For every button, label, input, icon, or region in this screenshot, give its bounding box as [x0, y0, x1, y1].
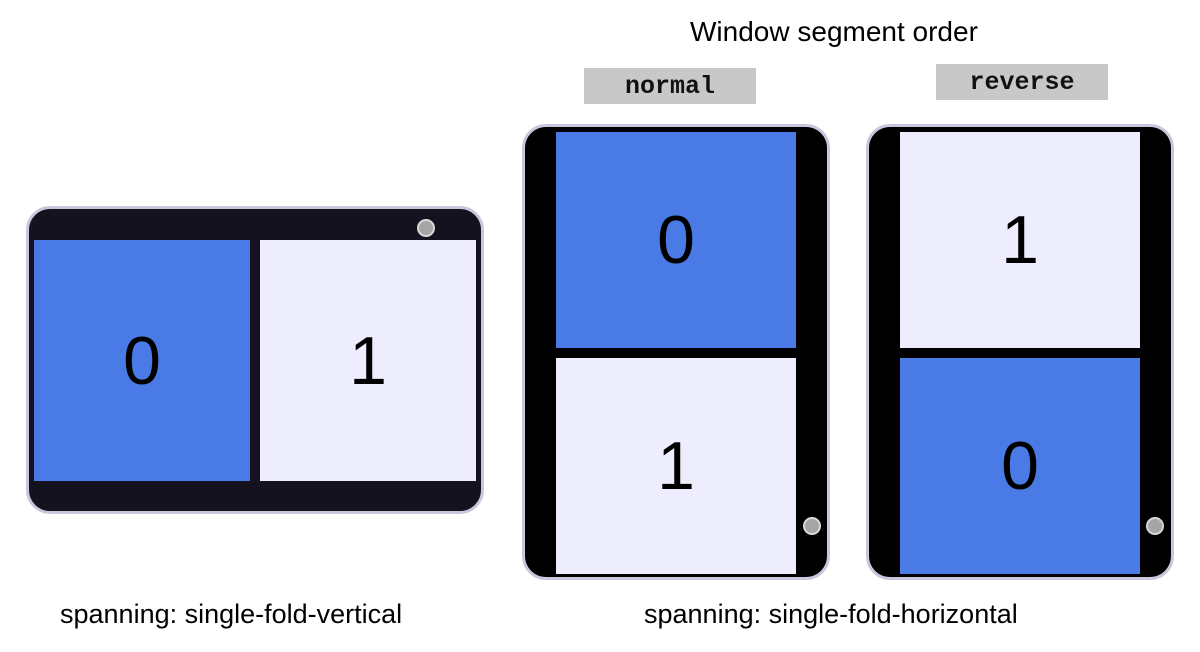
segment-top: 0 — [556, 132, 796, 348]
reverse-order-label: reverse — [936, 64, 1108, 100]
segment-bottom: 1 — [556, 358, 796, 574]
landscape-caption: spanning: single-fold-vertical — [60, 599, 403, 629]
portrait-device-normal: 0 1 — [522, 124, 830, 580]
segment-0: 0 — [34, 240, 250, 481]
camera-icon — [417, 219, 435, 237]
camera-icon — [803, 517, 821, 535]
landscape-device: 0 1 — [26, 206, 484, 514]
normal-order-label: normal — [584, 68, 756, 104]
segment-1: 1 — [260, 240, 476, 481]
segment-bottom: 0 — [900, 358, 1140, 574]
diagram-title: Window segment order — [690, 16, 978, 47]
camera-icon — [1146, 517, 1164, 535]
portrait-device-reverse: 1 0 — [866, 124, 1174, 580]
portrait-caption: spanning: single-fold-horizontal — [644, 599, 1018, 629]
segment-top: 1 — [900, 132, 1140, 348]
